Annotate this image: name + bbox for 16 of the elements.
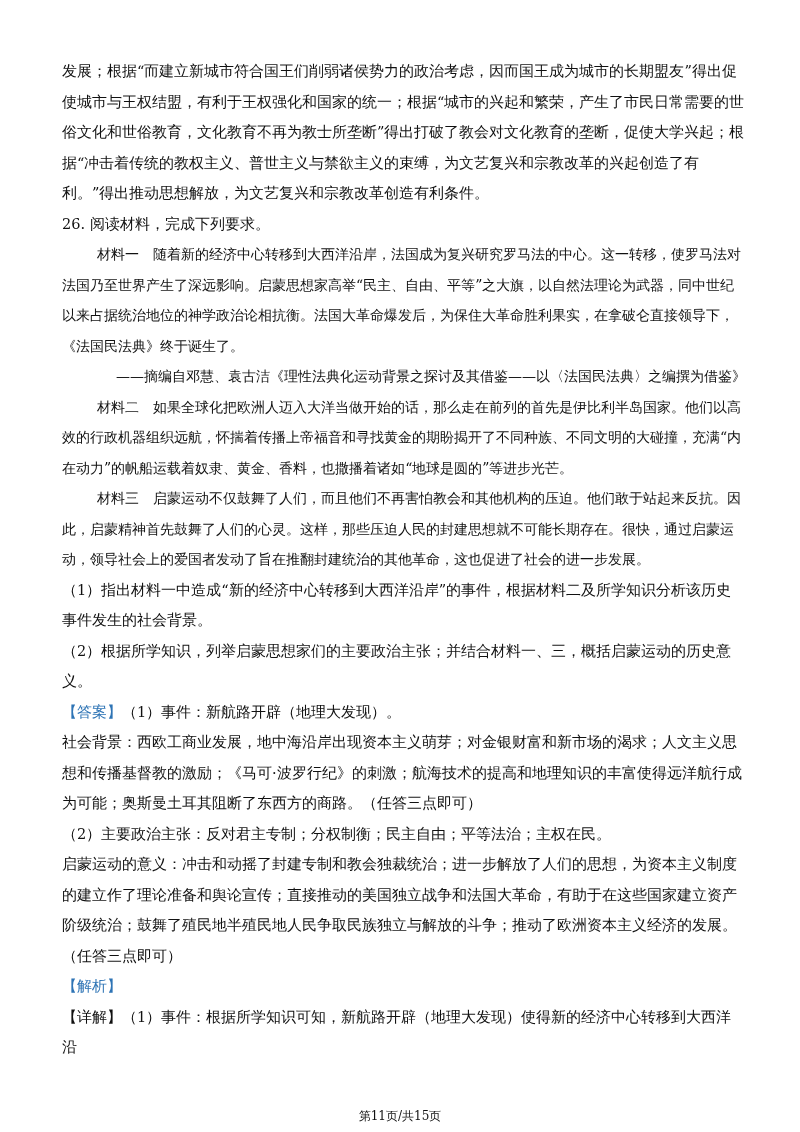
page-number: 第11页/共15页 bbox=[357, 1108, 443, 1125]
material-paragraph: 材料二 如果全球化把欧洲人迈入大洋当做开始的话，那么走在前列的首先是伊比利半岛国家。他们以高效的行政机器组织远航，怀揣着传播上帝福音和寻找黄金的期盼揭开了不同种族、不同文明的大碰撞，充满“内在动力”的帆船运载着奴隶、黄金、香料，也撒播着诸如“地球是圆的”等进步光芒。 bbox=[62, 397, 743, 478]
question-item: （1）指出材料一中造成“新的经济中心转移到大西洋沿岸”的事件，根据材料二及所学知识分析该历史事件发生的社会背景。 bbox=[62, 580, 733, 630]
material-paragraph: 材料三 启蒙运动不仅鼓舞了人们，而且他们不再害怕教会和其他机构的压迫。他们敢于站起来反抗。因此，启蒙精神首先鼓舞了人们的心灵。这样，那些压迫人民的封建思想就不可能长期存在。很快，通过启蒙运动，领导社会上的爱国者发动了旨在推翻封建统治的其他革命，这也促进了社会的进一步发展。 bbox=[62, 489, 742, 569]
paragraph: 社会背景：西欧工商业发展，地中海沿岸出现资本主义萌芽；对金银财富和新市场的渴求；人文主义思想和传播基督教的激励；《马可·波罗行纪》的刺激；航海技术的提高和地理知识的丰富使得远洋航行成为可能；奥斯曼土耳其阻断了东西方的商路。（任答三点即可） bbox=[62, 733, 743, 813]
answer-text: （2）主要政治主张：反对君主专制；分权制衡；民主自由；平等法治；主权在民。 bbox=[62, 824, 613, 844]
paragraph: 【详解】（1）事件：根据所学知识可知，新航路开辟（地理大发现）使得新的经济中心转移到大西洋沿 bbox=[62, 1007, 733, 1057]
analysis-tag: 【解析】 bbox=[62, 971, 746, 1002]
answer-text: （1）事件：新航路开辟（地理大发现）。 bbox=[122, 703, 402, 720]
paragraph: 启蒙运动的意义：冲击和动摇了封建专制和教会独裁统治；进一步解放了人们的思想，为资本主义制度的建立作了理论准备和舆论宣传；直接推动的美国独立战争和法国大革命，有助于在这些国家建立资产阶级统治；鼓舞了殖民地半殖民地人民争取民族独立与解放的斗争；推动了欧洲资本主义经济的发展。（任答三点即可） bbox=[62, 855, 738, 966]
citation: ——摘编自邓慧、袁古洁《理性法典化运动背景之探讨及其借鉴——以〈法国民法典〉之编撰为借鉴》 bbox=[115, 367, 746, 386]
answer-tag: 【答案】 bbox=[62, 703, 122, 720]
material-paragraph: 材料一 随着新的经济中心转移到大西洋沿岸，法国成为复兴研究罗马法的中心。这一转移，使罗马法对法国乃至世界产生了深远影响。启蒙思想家高举“民主、自由、平等”之大旗，以自然法理论为武器，同中世纪以来占据统治地位的神学政治论相抗衡。法国大革命爆发后，为保住大革命胜利果实，在拿破仑直接领导下，《法国民法典》终于诞生了。 bbox=[62, 245, 742, 356]
question-heading: 26. 阅读材料，完成下列要求。 bbox=[62, 214, 271, 234]
question-item: （2）根据所学知识，列举启蒙思想家们的主要政治主张；并结合材料一、三，概括启蒙运动的历史意义。 bbox=[62, 641, 733, 691]
paragraph: 发展；根据“而建立新城市符合国王们削弱诸侯势力的政治考虑，因而国王成为城市的长期盟友”得出促使城市与王权结盟，有利于王权强化和国家的统一；根据“城市的兴起和繁荣，产生了市民日常需要的世俗文化和世俗教育，文化教育不再为教士所垄断”得出打破了教会对文化教育的垄断，促使大学兴起；根据“冲击着传统的教权主义、普世主义与禁欲主义的束缚，为文艺复兴和宗教改革的兴起创造了有利。”得出推动思想解放，为文艺复兴和宗教改革创造有利条件。 bbox=[62, 62, 746, 203]
